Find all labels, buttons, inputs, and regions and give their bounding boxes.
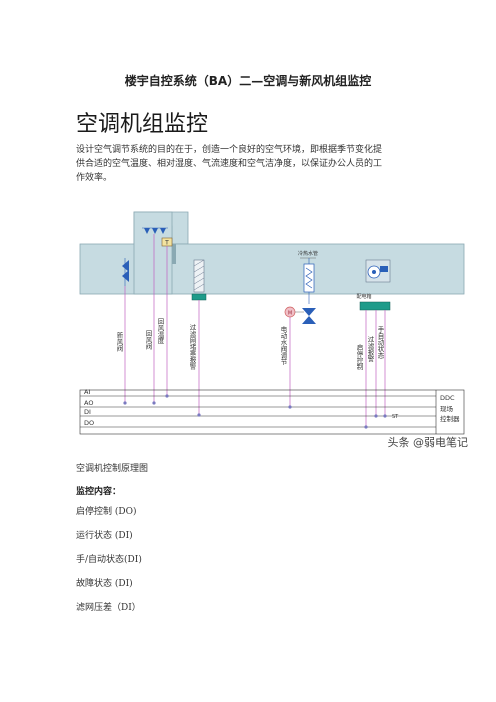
monitor-item: 运行状态 (DI) [76, 531, 133, 541]
ddc-sub-label: 控制器 [440, 414, 460, 423]
water-pipe-label: 冷热水管 [298, 250, 318, 257]
bus-label-ao: AO [84, 399, 93, 407]
label-start-stop: 启停控制 [355, 343, 363, 372]
power-box-label: 配电箱 [356, 293, 371, 300]
ahu-control-diagram: T 冷热水管 M 配电箱 [79, 211, 469, 449]
intro-line: 作效率。 [76, 173, 113, 183]
actuator-letter-icon: M [288, 311, 292, 317]
intro-line: 供合适的空气温度、相对湿度、气流速度和空气洁净度，以保证办公人员的工 [76, 159, 383, 169]
fan-icon [365, 259, 391, 283]
filter-pressure-switch-icon [191, 293, 207, 301]
bus-label-do: DO [84, 419, 94, 427]
connection-dots [123, 394, 387, 429]
label-return-air-damper: 回风阀 [144, 330, 152, 351]
watermark: 头条 @弱电笔记 [388, 435, 469, 449]
mixing-box-partition [172, 244, 176, 264]
intro-paragraph: 设计空气调节系统的目的在于，创造一个良好的空气环境，即根据季节变化提 供合适的空… [76, 143, 428, 185]
coil-icon [303, 263, 315, 293]
filter-icon [193, 259, 205, 293]
fresh-air-damper-icon [122, 258, 129, 286]
bus-label-ai: AI [84, 388, 90, 396]
label-fresh-air-damper: 新风阀 [115, 331, 123, 353]
intro-line: 设计空气调节系统的目的在于，创造一个良好的空气环境，即根据季节变化提 [76, 145, 383, 155]
signal-bus-frame [79, 389, 465, 435]
ddc-sub-label: 现场 [440, 404, 454, 413]
bus-note: ST [392, 414, 399, 420]
monitor-item: 手/自动状态(DI) [76, 555, 142, 565]
monitor-list: 启停控制 (DO) 运行状态 (DI) 手/自动状态(DI) 故障状态 (DI)… [76, 506, 142, 626]
label-hand-auto: 手自动状态 [376, 325, 384, 359]
label-water-valve: 电动水阀调节 [279, 325, 287, 367]
label-filter-alarm: 过滤网堵塞报警 [188, 323, 196, 371]
power-box-icon [359, 301, 391, 311]
section-heading: 空调机组监控 [76, 112, 209, 137]
return-air-shaft [133, 211, 173, 295]
monitor-item: 启停控制 (DO) [76, 507, 137, 517]
monitor-heading: 监控内容： [76, 487, 122, 497]
monitor-item: 滤网压差（DI） [76, 603, 141, 613]
return-air-damper-icon [142, 227, 168, 234]
sensor-symbol: T [164, 240, 169, 247]
bus-label-di: DI [84, 408, 91, 416]
water-valve-icon [302, 308, 316, 324]
document-title: 楼宇自控系统（BA）二—空调与新风机组监控 [124, 74, 372, 88]
label-filter-report: 过滤报警 [366, 335, 374, 364]
signal-leads [124, 234, 386, 427]
diagram-caption: 空调机控制原理图 [76, 464, 149, 474]
monitor-item: 故障状态 (DI) [76, 579, 133, 589]
ddc-label: DDC [440, 394, 455, 402]
label-return-air-temp: 回风温度 [156, 318, 164, 346]
